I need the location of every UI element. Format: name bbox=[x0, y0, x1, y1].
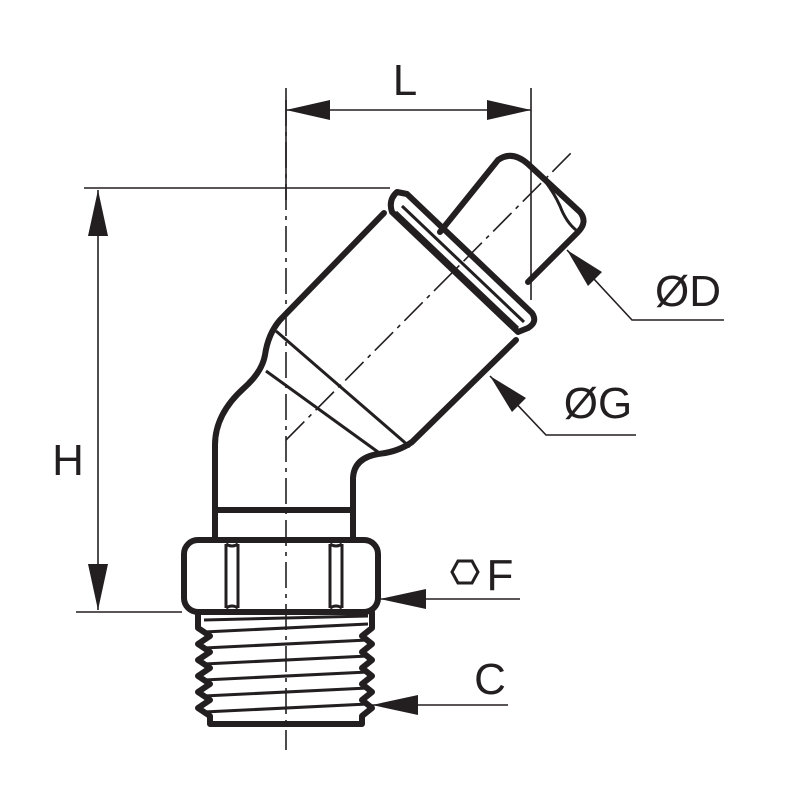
threaded-end bbox=[195, 609, 375, 727]
leader-G: ØG bbox=[489, 375, 636, 436]
dimension-label-L: L bbox=[393, 56, 417, 105]
centerlines bbox=[285, 100, 573, 750]
dimension-label-D: ØD bbox=[655, 267, 721, 316]
leader-D: ØD bbox=[566, 249, 724, 321]
hex-nut bbox=[181, 537, 381, 615]
tube bbox=[437, 152, 587, 285]
hexagon-icon bbox=[450, 559, 480, 585]
collet-ring bbox=[387, 189, 538, 335]
dimension-label-C: C bbox=[474, 655, 506, 704]
leader-F: F bbox=[380, 551, 520, 609]
body-band-line-2 bbox=[265, 369, 379, 454]
dimension-L: L bbox=[285, 56, 532, 300]
dimension-H: H bbox=[52, 187, 390, 613]
dimension-label-H: H bbox=[52, 436, 84, 485]
dimension-label-G: ØG bbox=[564, 379, 632, 428]
dimension-label-F: F bbox=[487, 551, 514, 600]
elbow-body bbox=[212, 210, 519, 543]
angled-centerline bbox=[285, 151, 573, 441]
leader-C: C bbox=[372, 655, 508, 715]
body-band-line-1 bbox=[275, 329, 411, 449]
